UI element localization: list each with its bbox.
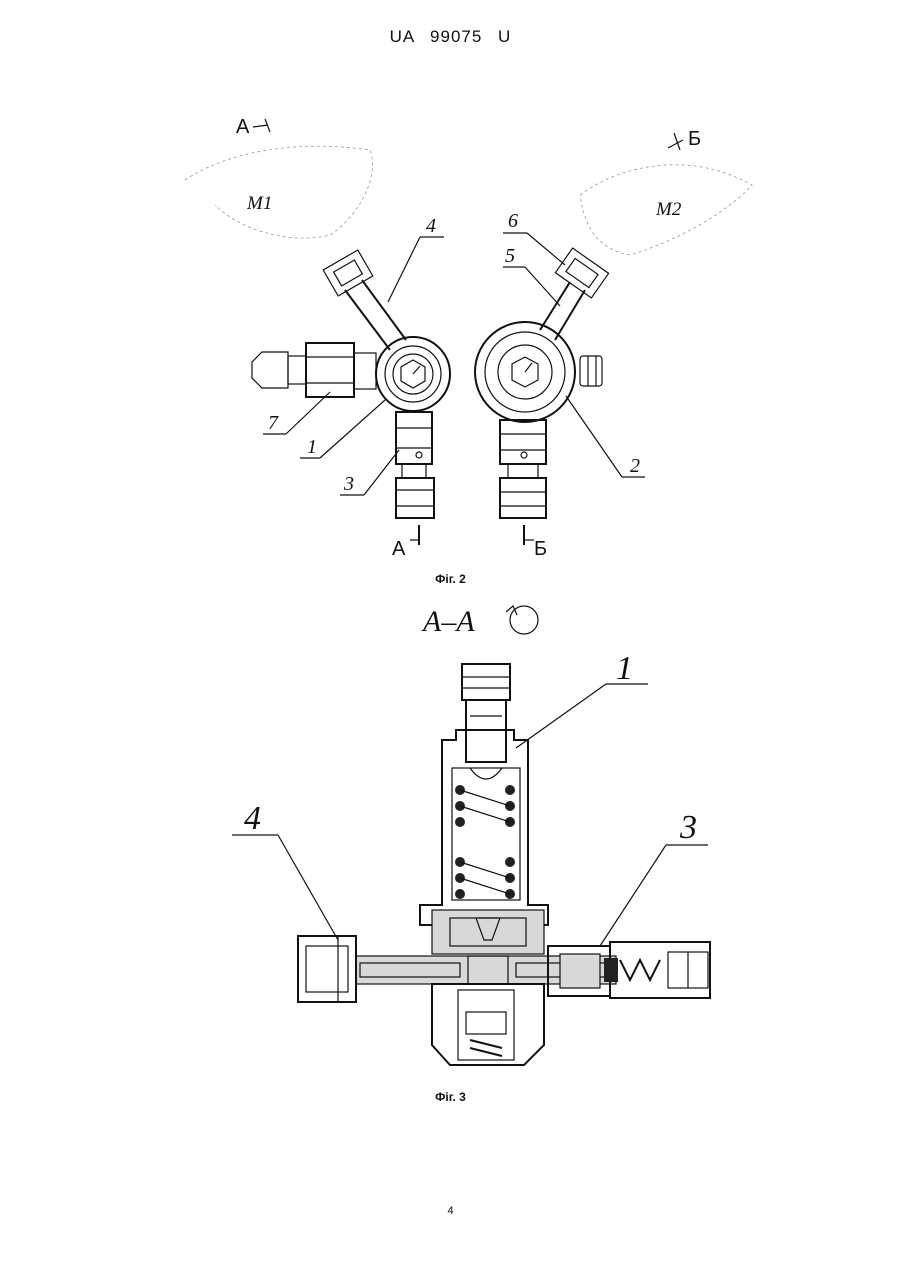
part-label-3: 3 bbox=[343, 473, 354, 495]
rotation-symbol bbox=[506, 606, 538, 634]
section-title: А–А bbox=[421, 605, 475, 638]
fig2-drawing: А Б M1 M2 bbox=[185, 116, 752, 560]
outlet-fitting-right bbox=[500, 420, 546, 518]
section-mark-b-bottom: Б bbox=[534, 538, 547, 560]
section-mark-a-bottom: А bbox=[392, 538, 406, 560]
regulator-body-right bbox=[475, 322, 602, 422]
angled-pipe-right bbox=[540, 248, 609, 340]
part-label-7: 7 bbox=[268, 412, 279, 434]
inlet-fitting-left bbox=[252, 343, 376, 397]
fig3-caption: Фіг. 3 bbox=[0, 1090, 901, 1104]
part-label-1-fig3: 1 bbox=[616, 650, 633, 687]
valve-body-core bbox=[432, 910, 544, 954]
upper-spring bbox=[455, 785, 515, 827]
part-label-4-fig3: 4 bbox=[244, 800, 261, 837]
regulator-body-left bbox=[376, 337, 450, 411]
part-label-1: 1 bbox=[307, 436, 317, 458]
bonnet-housing bbox=[420, 730, 548, 925]
part-label-5: 5 bbox=[505, 245, 515, 267]
zone-label-m1: M1 bbox=[246, 193, 272, 214]
outlet-fitting-left bbox=[396, 412, 434, 518]
m1-region-outline bbox=[185, 146, 373, 238]
fig3-drawing: А–А bbox=[232, 605, 710, 1065]
part-label-3-fig3: 3 bbox=[679, 809, 697, 846]
part-label-2: 2 bbox=[630, 455, 640, 477]
angled-pipe-left bbox=[323, 250, 406, 350]
page-number: 4 bbox=[0, 1205, 901, 1217]
bottom-spring bbox=[466, 1012, 506, 1056]
part-label-6: 6 bbox=[508, 210, 518, 232]
zone-label-m2: M2 bbox=[655, 199, 682, 220]
lower-spring bbox=[455, 857, 515, 899]
section-mark-a-top: А bbox=[236, 116, 250, 138]
left-inlet-nut bbox=[298, 936, 356, 1002]
right-outlet-fitting bbox=[548, 942, 710, 998]
fig2-caption: Фіг. 2 bbox=[0, 572, 901, 586]
part-label-4: 4 bbox=[426, 215, 436, 237]
adjusting-nut bbox=[462, 664, 510, 700]
section-mark-b-top: Б bbox=[688, 128, 701, 150]
